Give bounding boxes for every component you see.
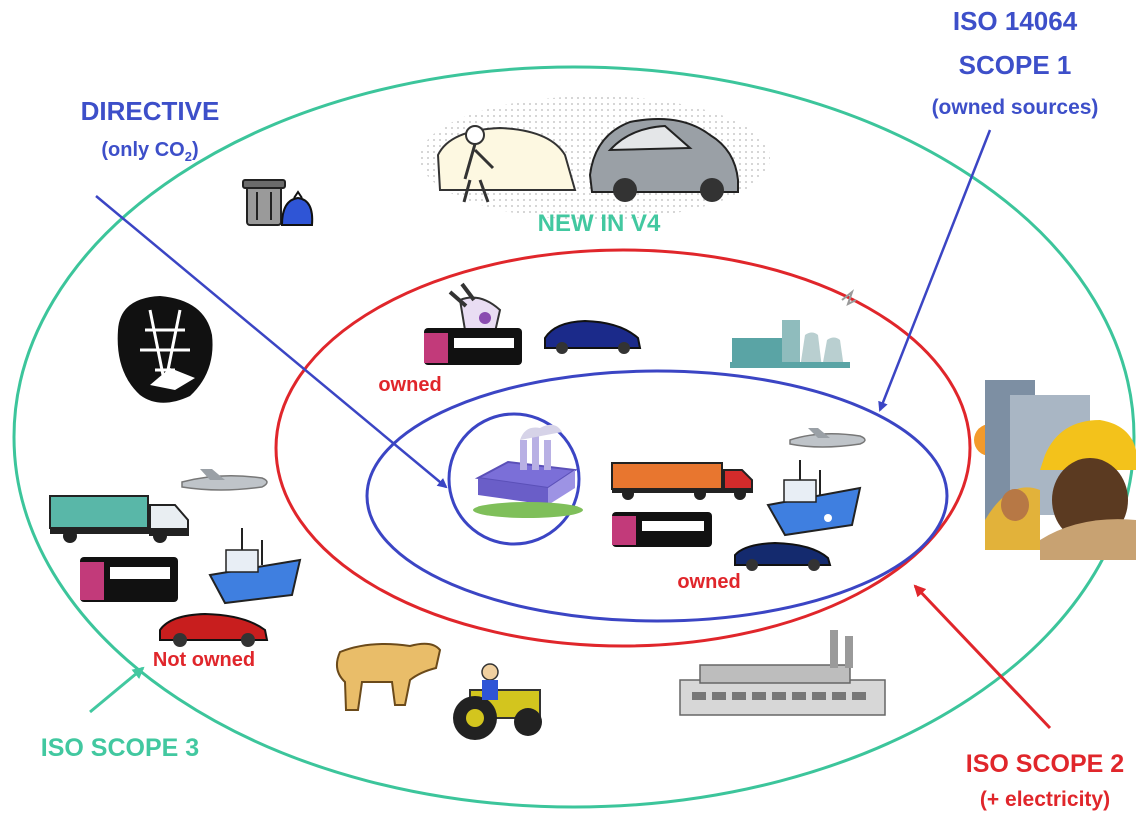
iso-scope2-label: ISO SCOPE 2 bbox=[966, 750, 1124, 778]
iso14064-arrow bbox=[878, 129, 992, 412]
directive-arrow bbox=[95, 195, 448, 489]
truck-icon bbox=[49, 495, 189, 543]
owned-lower-label: owned bbox=[677, 571, 740, 593]
iso14064-owned-sources-label: (owned sources) bbox=[932, 96, 1099, 119]
industrial-building-icon bbox=[679, 630, 886, 716]
ship-icon bbox=[766, 460, 862, 537]
power-plant-icon bbox=[730, 289, 857, 368]
directive-sublabel: (only CO2) bbox=[101, 139, 198, 164]
iso-scope2-electricity-label: (+ electricity) bbox=[980, 788, 1110, 811]
not-owned-label: Not owned bbox=[153, 649, 255, 671]
car-icon bbox=[734, 541, 832, 571]
iso14064-scope1-label: SCOPE 1 bbox=[959, 50, 1072, 80]
electric-plug-icon bbox=[448, 282, 502, 337]
car-icon bbox=[159, 612, 269, 647]
iso14064-label: ISO 14064 bbox=[953, 6, 1078, 36]
directive-label: DIRECTIVE bbox=[81, 96, 220, 126]
iso-scope3-boundary bbox=[12, 65, 1136, 809]
train-car-icon bbox=[424, 328, 522, 365]
workers-icon bbox=[974, 380, 1136, 560]
truck-icon bbox=[611, 462, 753, 500]
cow-icon bbox=[335, 642, 442, 711]
airplane-icon bbox=[181, 469, 268, 491]
train-car-icon bbox=[80, 557, 178, 602]
new-in-v4-label: NEW IN V4 bbox=[538, 210, 661, 237]
owned-upper-label: owned bbox=[378, 374, 441, 396]
airplane-icon bbox=[789, 428, 866, 448]
directive-boundary bbox=[447, 412, 581, 546]
iso-scope3-label: ISO SCOPE 3 bbox=[41, 734, 199, 762]
iso-scope1-boundary bbox=[365, 369, 949, 623]
trash-bin-icon bbox=[242, 179, 314, 226]
train-car-icon bbox=[612, 512, 712, 547]
iso-scope3-arrow bbox=[89, 666, 145, 714]
iso-scope2-arrow bbox=[913, 584, 1052, 730]
power-pylon-icon bbox=[117, 296, 213, 403]
iso-scope2-boundary bbox=[274, 248, 972, 648]
tractor-icon bbox=[453, 663, 542, 740]
factory-icon bbox=[473, 424, 583, 518]
ship-icon bbox=[208, 528, 302, 605]
cars-clipart-icon bbox=[420, 96, 770, 220]
car-icon bbox=[544, 319, 642, 354]
